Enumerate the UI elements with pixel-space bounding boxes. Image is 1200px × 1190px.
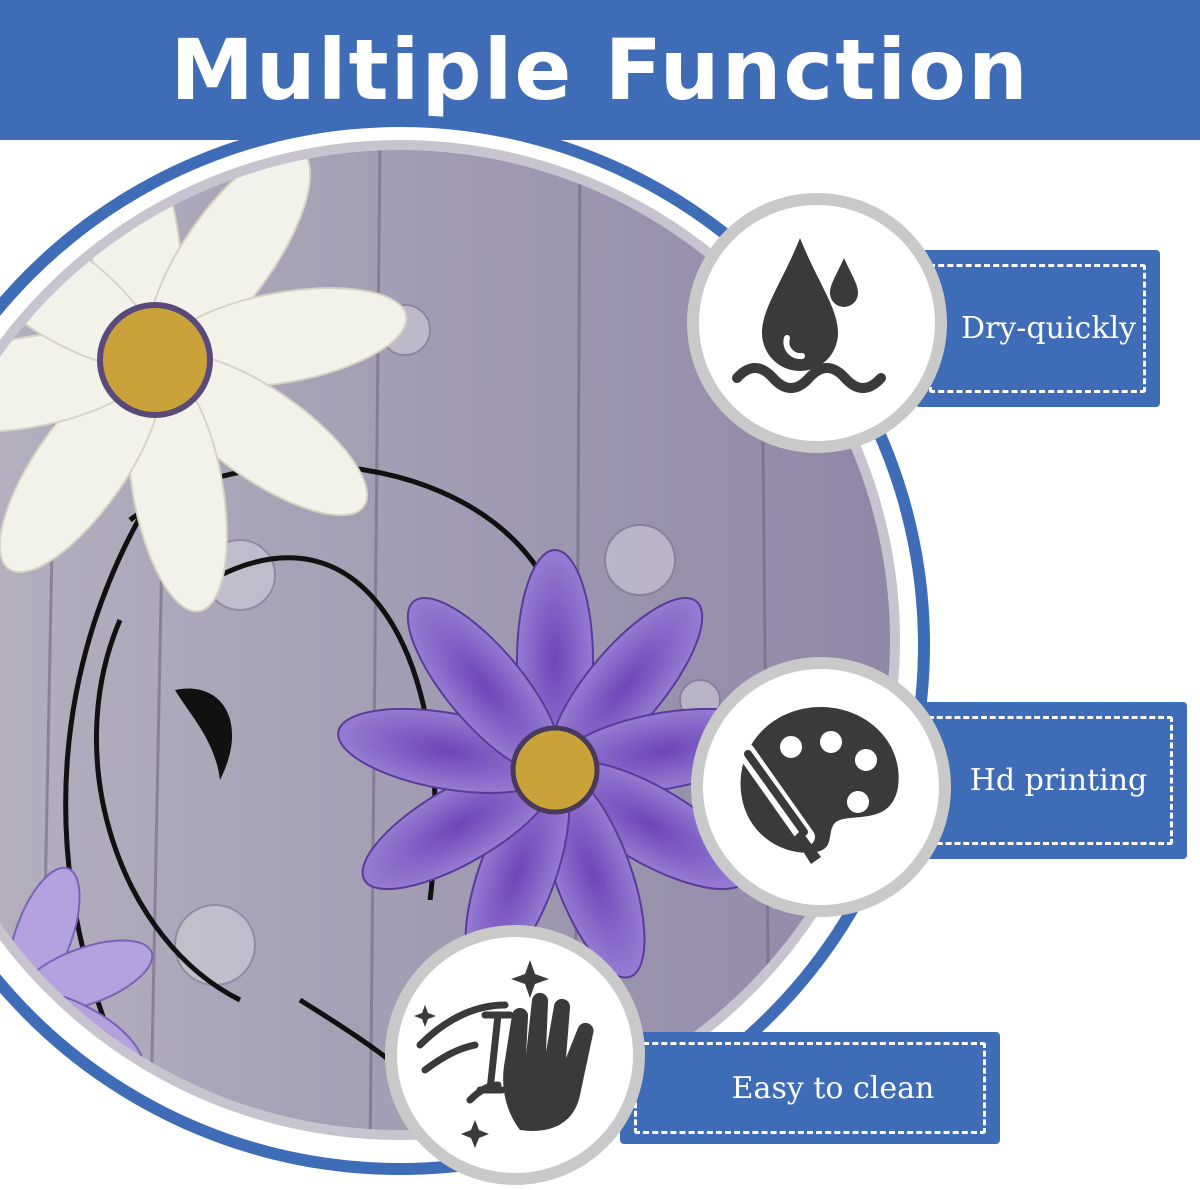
feature-text-dry-quickly: Dry-quickly bbox=[960, 311, 1137, 346]
water-drop-icon bbox=[687, 193, 947, 453]
paint-palette-icon bbox=[691, 657, 951, 917]
feature-label-hd-printing: Hd printing bbox=[905, 702, 1187, 859]
feature-label-dry-quickly: Dry-quickly bbox=[915, 250, 1160, 407]
banner-title: Multiple Function bbox=[170, 21, 1030, 119]
hand-wipe-icon bbox=[385, 925, 645, 1185]
feature-text-hd-printing: Hd printing bbox=[969, 763, 1148, 798]
feature-text-easy-to-clean: Easy to clean bbox=[731, 1070, 935, 1106]
header-banner: Multiple Function bbox=[0, 0, 1200, 140]
feature-label-easy-to-clean: Easy to clean bbox=[620, 1032, 1000, 1144]
